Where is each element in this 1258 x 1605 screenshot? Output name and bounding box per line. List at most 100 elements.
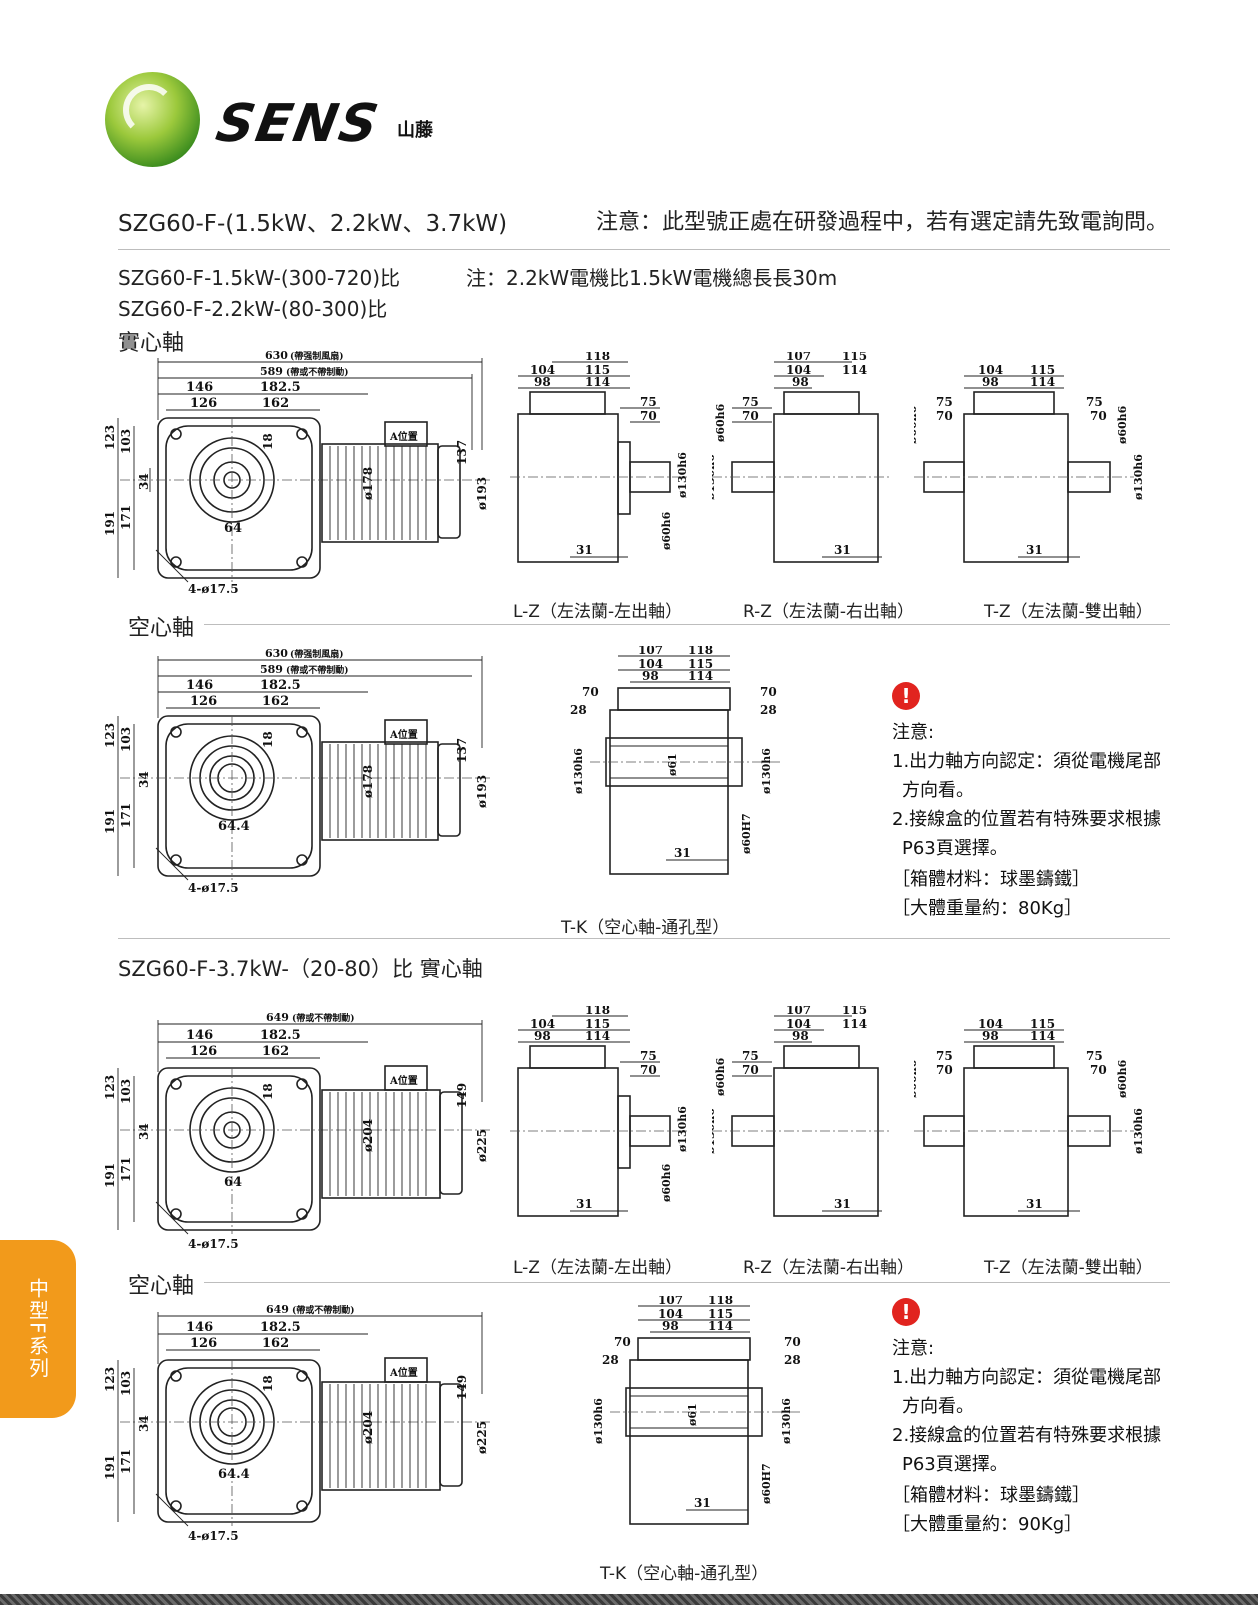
brand-name: SENS bbox=[211, 94, 385, 154]
front-view-solid-b: 649 (帶或不帶制動) 146 182.5 126 162 A位置 ø204 … bbox=[103, 1012, 490, 1251]
dim-28: 28 bbox=[784, 1353, 801, 1367]
dim-182-5: 182.5 bbox=[260, 380, 301, 395]
dim-115: 115 bbox=[842, 1006, 867, 1017]
dim-589-note: (帶或不帶制動) bbox=[286, 664, 349, 676]
dim-115: 115 bbox=[585, 1017, 610, 1031]
dim-shaft-60: ø60h6 bbox=[660, 511, 673, 550]
dim-103: 103 bbox=[119, 429, 133, 454]
dim-114: 114 bbox=[842, 1017, 867, 1031]
dim-630-note: (帶强制風扇) bbox=[290, 648, 344, 660]
motor-fins bbox=[329, 446, 427, 540]
dim-34: 34 bbox=[137, 1123, 151, 1140]
dim-70: 70 bbox=[640, 409, 657, 423]
dim-104: 104 bbox=[978, 363, 1003, 377]
section-solid-shaft: 實心軸 bbox=[118, 325, 195, 357]
dim-103: 103 bbox=[119, 727, 133, 752]
series-side-tab-label: 中型F系列 bbox=[25, 1278, 50, 1380]
dim-225: ø225 bbox=[475, 1421, 489, 1454]
dim-107: 107 bbox=[786, 352, 811, 363]
dim-114: 114 bbox=[1030, 1029, 1055, 1043]
dim-589-note: (帶或不帶制動) bbox=[286, 366, 349, 378]
dim-shaft-60: ø60h6 bbox=[714, 1057, 727, 1096]
dim-flange-130: ø130h6 bbox=[676, 1106, 689, 1152]
brand-logo: SENS 山藤 bbox=[105, 70, 465, 170]
notes-heading: 注意: bbox=[892, 1338, 935, 1359]
junction-box-label: A位置 bbox=[389, 1366, 418, 1379]
dim-64: 64 bbox=[224, 521, 242, 536]
view-lz-a: 118 104 115 98 114 75 70 ø130h6 ø60h6 31 bbox=[510, 352, 690, 563]
warning-icon: ! bbox=[892, 682, 920, 710]
dim-146: 146 bbox=[186, 678, 213, 693]
dim-149: 149 bbox=[455, 1375, 469, 1400]
dim-162: 162 bbox=[262, 694, 289, 709]
dim-114: 114 bbox=[585, 1029, 610, 1043]
dim-123: 123 bbox=[103, 723, 117, 748]
front-view-hollow-b: 649 (帶或不帶制動) 146 182.5 126 162 A位置 ø204 … bbox=[103, 1304, 490, 1543]
caption-tz-a: T-Z（左法蘭-雙出軸） bbox=[984, 602, 1153, 622]
dim-104: 104 bbox=[530, 1017, 555, 1031]
dim-107: 107 bbox=[786, 1006, 811, 1017]
motor-fins bbox=[329, 1384, 427, 1488]
dim-193: ø193 bbox=[475, 477, 489, 510]
dim-70: 70 bbox=[784, 1335, 801, 1349]
dim-31: 31 bbox=[834, 543, 851, 557]
note-2-cont: P63頁選擇。 bbox=[902, 838, 1008, 859]
dim-70: 70 bbox=[582, 685, 599, 699]
dim-shaft-60: ø60h6 bbox=[1116, 1059, 1129, 1098]
caption-lz-b: L-Z（左法蘭-左出軸） bbox=[513, 1258, 683, 1278]
dim-75: 75 bbox=[936, 395, 953, 409]
dim-flange-130: ø130h6 bbox=[592, 1398, 605, 1444]
model-line-1: SZG60-F-1.5kW-(300-720)比 bbox=[118, 266, 401, 290]
dim-70: 70 bbox=[760, 685, 777, 699]
dim-104: 104 bbox=[638, 657, 663, 671]
dim-34: 34 bbox=[137, 771, 151, 788]
caption-rz-b: R-Z（左法蘭-右出軸） bbox=[743, 1258, 915, 1278]
dim-31: 31 bbox=[834, 1197, 851, 1211]
section-hollow-shaft-b: 空心軸 bbox=[128, 1268, 205, 1300]
dim-123: 123 bbox=[103, 1367, 117, 1392]
dim-28: 28 bbox=[570, 703, 587, 717]
page-title: SZG60-F-(1.5kW、2.2kW、3.7kW) bbox=[118, 211, 508, 237]
dim-589: 589 bbox=[260, 663, 283, 676]
dim-191: 191 bbox=[103, 511, 117, 536]
note-1-cont: 方向看。 bbox=[902, 780, 974, 801]
dim-75: 75 bbox=[640, 395, 657, 409]
dim-649-note: (帶或不帶制動) bbox=[292, 1304, 355, 1316]
dim-126: 126 bbox=[190, 1336, 217, 1351]
dim-flange-130: ø130h6 bbox=[712, 1108, 717, 1154]
dim-123: 123 bbox=[103, 1075, 117, 1100]
dim-98: 98 bbox=[792, 375, 809, 389]
caption-tk-a: T-K（空心軸-通孔型） bbox=[561, 918, 730, 938]
dim-70: 70 bbox=[742, 409, 759, 423]
dim-75: 75 bbox=[742, 395, 759, 409]
caption-lz-a: L-Z（左法蘭-左出軸） bbox=[513, 602, 683, 622]
dim-104: 104 bbox=[786, 363, 811, 377]
dim-holes: 4-ø17.5 bbox=[188, 1529, 239, 1543]
dim-104: 104 bbox=[658, 1307, 683, 1321]
dim-flange-130: ø130h6 bbox=[1132, 1108, 1145, 1154]
dim-649: 649 bbox=[266, 1012, 289, 1024]
motor-fins bbox=[329, 1092, 427, 1196]
dim-114: 114 bbox=[842, 363, 867, 377]
dim-31: 31 bbox=[1026, 543, 1043, 557]
note-1: 1.出力軸方向認定：須從電機尾部 bbox=[892, 1367, 1162, 1388]
dim-182-5: 182.5 bbox=[260, 1320, 301, 1335]
junction-box-label: A位置 bbox=[389, 430, 418, 443]
dim-171: 171 bbox=[119, 803, 133, 828]
dim-70: 70 bbox=[1090, 409, 1107, 423]
dim-flange-130: ø130h6 bbox=[572, 748, 585, 794]
dim-75: 75 bbox=[1086, 395, 1103, 409]
note-2-cont: P63頁選擇。 bbox=[902, 1454, 1008, 1475]
notes-panel-a: ! 注意: 1.出力軸方向認定：須從電機尾部 方向看。 2.接線盒的位置若有特殊… bbox=[892, 682, 1192, 923]
dim-70: 70 bbox=[640, 1063, 657, 1077]
series-side-tab: 中型F系列 bbox=[0, 1240, 76, 1418]
dim-146: 146 bbox=[186, 380, 213, 395]
dim-18: 18 bbox=[261, 433, 275, 450]
dim-107: 107 bbox=[658, 1296, 683, 1307]
dim-bore-61: ø61 bbox=[686, 1403, 699, 1426]
bottom-pattern-band bbox=[0, 1594, 1258, 1605]
dim-holes: 4-ø17.5 bbox=[188, 1237, 239, 1251]
page-notice: 注意：此型號正處在研發過程中，若有選定請先致電詢問。 bbox=[596, 210, 1169, 235]
dim-70: 70 bbox=[1090, 1063, 1107, 1077]
dim-98: 98 bbox=[534, 375, 551, 389]
